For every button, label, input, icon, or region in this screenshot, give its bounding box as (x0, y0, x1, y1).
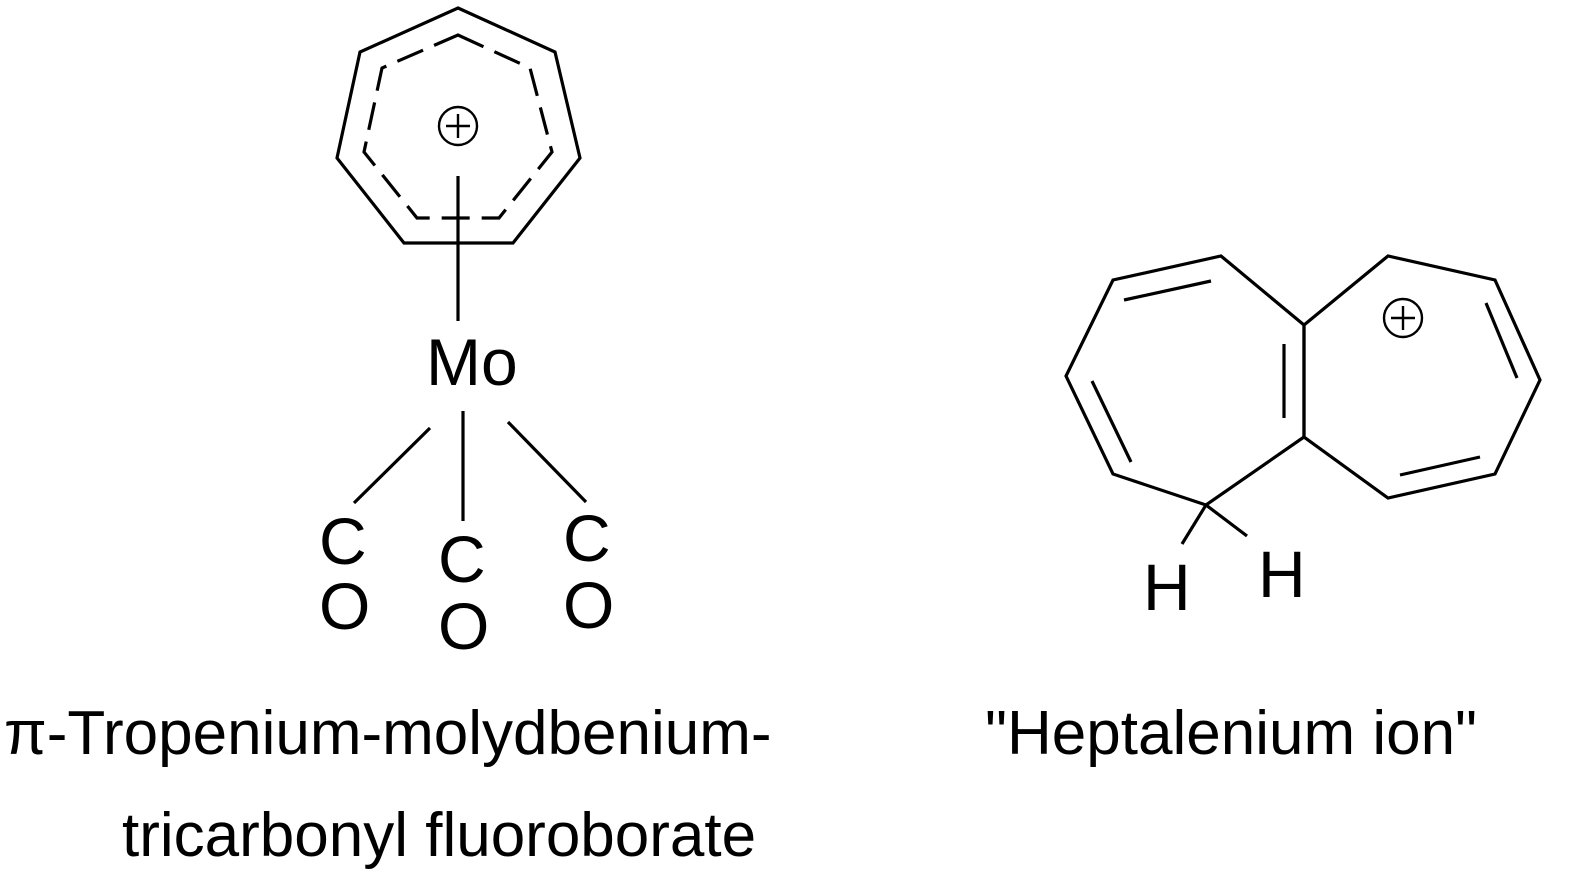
hydrogen-atom-left: H (1143, 550, 1191, 624)
carbonyl-carbon-right: C (563, 501, 611, 575)
carbonyl-oxygen-left: O (319, 569, 370, 643)
carbonyl-oxygen-center: O (438, 589, 489, 663)
carbonyl-carbon-left: C (319, 504, 367, 578)
carbonyl-carbon-center: C (438, 522, 486, 596)
right-ring-double-bond-bottom (1399, 455, 1481, 477)
heptalenium-ion: + H H "Heptalenium ion" (985, 254, 1542, 768)
tropenium-complex: + Mo C C C O O O π-Tropenium-molydbenium… (4, 6, 772, 870)
heptalene-right-ring (1302, 254, 1542, 500)
hydrogen-atom-right: H (1258, 537, 1306, 611)
molybdenum-atom: Mo (426, 325, 518, 399)
tropenium-caption-line2: tricarbonyl fluoroborate (122, 801, 756, 870)
heptalenium-charge: + (1382, 297, 1424, 339)
heptalenium-caption: "Heptalenium ion" (985, 699, 1477, 768)
right-ring-double-bond-right (1484, 302, 1519, 379)
heptalene-left-ring (1064, 254, 1306, 507)
tropenium-caption-line1: π-Tropenium-molydbenium- (4, 699, 772, 768)
mo-co-bond-left (352, 426, 432, 505)
ch-bond-left (1180, 504, 1208, 545)
carbonyl-oxygen-right: O (563, 568, 614, 642)
left-ring-double-bond-left (1090, 380, 1133, 463)
tropenium-charge: + (437, 105, 479, 147)
mo-co-bond-right (506, 420, 588, 504)
left-ring-double-bond-top (1123, 279, 1212, 302)
ch-bond-right (1205, 503, 1248, 538)
